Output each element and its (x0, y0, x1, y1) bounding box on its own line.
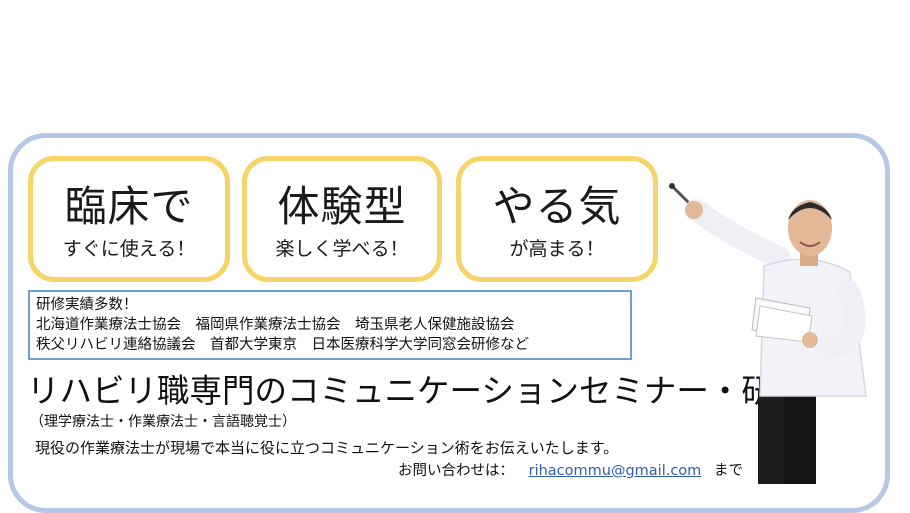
feature-subtitle: 楽しく学べる！ (275, 238, 409, 260)
achievements-heading: 研修実績多数！ (36, 297, 138, 313)
achievements-line: 北海道作業療法士協会 福岡県作業療法士協会 埼玉県老人保健施設協会 (36, 317, 515, 333)
feature-card-motivation: やる気 が高まる！ (456, 156, 658, 282)
email-link[interactable]: rihacommu@gmail.com (528, 463, 702, 479)
contact-prefix: お問い合わせは： (398, 463, 514, 479)
presenter-illustration (669, 183, 867, 484)
contact-suffix: まで (713, 463, 743, 479)
feature-card-experiential: 体験型 楽しく学べる！ (242, 156, 442, 282)
feature-subtitle: が高まる！ (509, 238, 605, 260)
achievements-line: 秩父リハビリ連絡協議会 首都大学東京 日本医療科学大学同窓会研修など (36, 337, 529, 353)
achievements-box: 研修実績多数！ 北海道作業療法士協会 福岡県作業療法士協会 埼玉県老人保健施設協… (28, 290, 632, 360)
feature-title: 臨床で (64, 182, 194, 231)
description: 現役の作業療法士が現場で本当に役に立つコミュニケーション術をお伝えいたします。 (35, 439, 619, 457)
feature-subtitle: すぐに使える！ (62, 238, 196, 260)
feature-title: 体験型 (277, 182, 407, 231)
professions-note: （理学療法士・作業療法士・言語聴覚士） (30, 414, 296, 430)
feature-card-clinical: 臨床で すぐに使える！ (28, 156, 230, 282)
page-title: リハビリ職専門のコミュニケーションセミナー・研修 (27, 372, 807, 410)
feature-title: やる気 (492, 182, 622, 231)
contact-line: お問い合わせは： rihacommu@gmail.com まで (398, 461, 743, 481)
